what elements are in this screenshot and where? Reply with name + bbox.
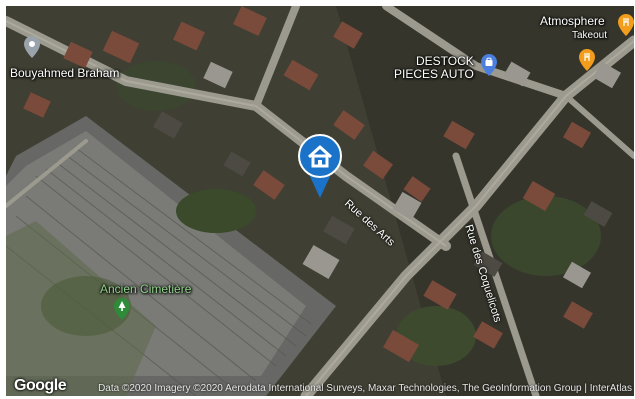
- location-pin-icon[interactable]: [24, 36, 40, 58]
- place-label-atmosphere-sub: Takeout: [572, 30, 608, 41]
- satellite-map[interactable]: Bouyahmed Braham DESTOCK PIECES AUTO Atm…: [6, 6, 634, 396]
- place-label-bouyahmed[interactable]: Bouyahmed Braham: [10, 66, 120, 80]
- cemetery-icon[interactable]: [114, 298, 130, 320]
- google-logo[interactable]: Google: [14, 377, 67, 394]
- attribution-bar: Google Data ©2020 Imagery ©2020 Aerodata…: [6, 377, 634, 396]
- place-label-destock-line1[interactable]: DESTOCK: [416, 54, 474, 68]
- place-label-cemetery[interactable]: Ancien Cimetière: [100, 282, 192, 296]
- shopping-bag-icon[interactable]: [481, 54, 497, 76]
- place-label-atmosphere[interactable]: Atmosphere: [540, 14, 605, 28]
- satellite-imagery: [6, 6, 634, 396]
- restaurant-icon[interactable]: [618, 14, 634, 36]
- attribution-text[interactable]: Data ©2020 Imagery ©2020 Aerodata Intern…: [98, 383, 632, 394]
- place-label-destock-line2[interactable]: PIECES AUTO: [394, 67, 474, 81]
- home-marker-icon[interactable]: [298, 134, 342, 200]
- restaurant-icon[interactable]: [579, 49, 595, 71]
